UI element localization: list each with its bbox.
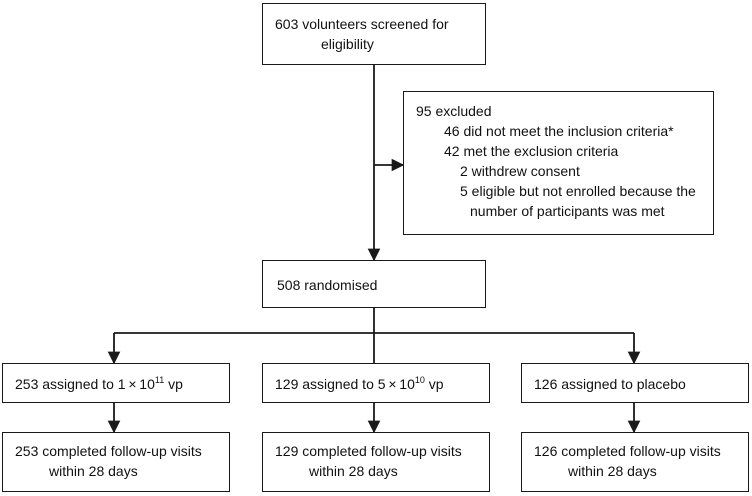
excluded-reason-inclusion: 46 did not meet the inclusion criteria*	[444, 123, 674, 139]
arm3-completed-line2: within 28 days	[568, 463, 657, 479]
randomised-box: 508 randomised	[262, 260, 486, 308]
arm1-completed-box: 253 completed follow-up visits within 28…	[2, 432, 230, 492]
arm2-assigned-label: 129 assigned to 5 × 1010 vp	[275, 375, 444, 393]
excluded-reason-withdrew: 2 withdrew consent	[460, 163, 580, 179]
arm1-completed-line1: 253 completed follow-up visits	[15, 443, 202, 459]
randomised-label: 508 randomised	[277, 277, 378, 293]
arm3-completed-box: 126 completed follow-up visits within 28…	[521, 432, 749, 492]
arm2-completed-box: 129 completed follow-up visits within 28…	[262, 432, 490, 492]
arm3-completed-line1: 126 completed follow-up visits	[534, 443, 721, 459]
arm1-completed-line2: within 28 days	[49, 463, 138, 479]
screened-box: 603 volunteers screened for eligibility	[262, 3, 486, 65]
arm1-assigned-label: 253 assigned to 1 × 1011 vp	[15, 375, 183, 393]
excluded-reason-exclusion: 42 met the exclusion criteria	[444, 143, 619, 159]
excluded-reason-not-enrolled-cont: number of participants was met	[470, 203, 665, 219]
excluded-box: 95 excluded 46 did not meet the inclusio…	[403, 91, 714, 235]
screened-line1: 603 volunteers screened for	[275, 16, 449, 32]
arm2-completed-line2: within 28 days	[309, 463, 398, 479]
arm2-assigned-box: 129 assigned to 5 × 1010 vp	[262, 363, 490, 403]
arm3-assigned-box: 126 assigned to placebo	[521, 363, 749, 403]
arm2-completed-line1: 129 completed follow-up visits	[275, 443, 462, 459]
excluded-title: 95 excluded	[416, 103, 492, 119]
arm3-assigned-label: 126 assigned to placebo	[534, 376, 686, 392]
screened-line2: eligibility	[321, 36, 374, 52]
arm1-assigned-box: 253 assigned to 1 × 1011 vp	[2, 363, 230, 403]
excluded-reason-not-enrolled: 5 eligible but not enrolled because the	[460, 183, 696, 199]
